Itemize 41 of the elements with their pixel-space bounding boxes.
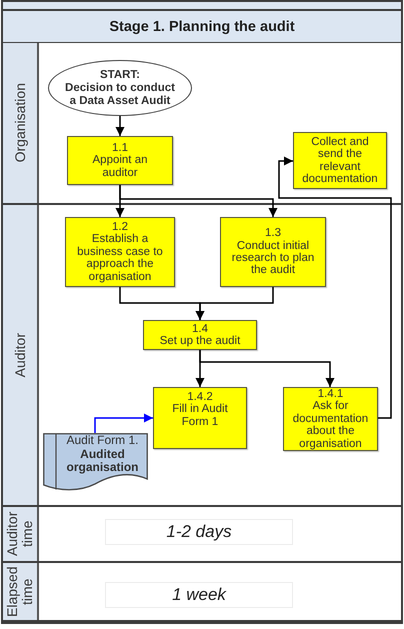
process-box [65,217,175,287]
duration-text: 1 week [172,585,226,605]
lane-label: Organisation [12,83,28,163]
stage-title: Stage 1. Planning the audit [3,9,401,44]
step-number: 1.3 [265,227,281,240]
step-number: 1.1 [112,142,128,154]
arrow [278,156,392,419]
step-label: Collect and send the relevant documentation [301,136,379,186]
process-box [153,387,247,449]
swimlane [3,205,401,507]
step-number: 1.4.1 [318,388,344,400]
arrow [94,414,153,433]
arrow [199,350,334,387]
step-number: 1.2 [112,220,128,234]
swimlane [3,563,401,622]
step-label: Set up the audit [160,335,240,348]
process-box [143,320,257,350]
document-symbol [43,433,148,491]
step-number: 1.4.2 [187,391,213,404]
process-box [293,132,387,189]
process-box [220,217,326,287]
process-box [283,387,378,451]
step-number: 1.4 [192,322,208,335]
step-label: Conduct initial research to plan the audit [230,240,316,277]
process-box [67,136,173,185]
step-label: Fill in Audit Form 1 [171,403,229,428]
swimlane [3,507,401,563]
document-label: Audit Form 1. Audited organisation [65,434,140,474]
arrow [196,287,274,320]
arrow [116,116,124,136]
step-label: Appoint an auditor [92,154,148,180]
terminal-text: Decision to conduct a Data Asset Audit [64,82,176,108]
step-label: Ask for documentation about the organisation [292,400,370,450]
lane-label: Elapsed time [5,565,35,618]
arrow [119,185,278,217]
lane-label: Auditor [12,332,28,378]
start-label: START: [100,68,140,82]
duration-text: 1-2 days [166,522,232,542]
lane-label: Auditor time [5,510,35,558]
step-label: Establish a business case to approach the organisation [76,233,164,284]
swimlane [3,43,401,205]
